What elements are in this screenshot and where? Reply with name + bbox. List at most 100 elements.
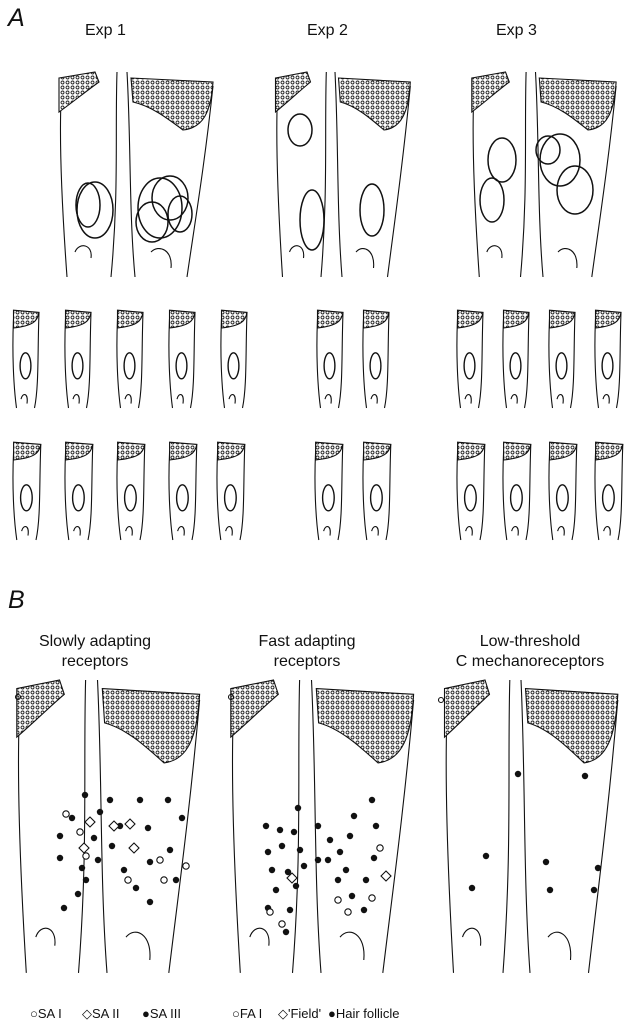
row1-leg-10-receptive-field: [602, 353, 613, 379]
exp1-right-gluteal-region: [131, 78, 213, 130]
row2-leg-8-gluteal-region: [504, 442, 531, 460]
group-2-title-line-1: Fast adapting: [232, 632, 382, 652]
row2-leg-5-receptive-field: [323, 485, 335, 511]
group3-reference-marker: [439, 698, 444, 703]
hair-follicle-marker-2: [295, 805, 301, 811]
fa-i-marker-0: [267, 909, 273, 915]
row1-leg-4-knee-crease: [229, 395, 235, 404]
sa-i-marker-2: [83, 853, 89, 859]
sa-iii-marker-15: [147, 859, 153, 865]
legend-sa-iii: ●SA III: [142, 1006, 181, 1021]
hair-follicle-marker-26: [369, 797, 375, 803]
fa-i-marker-1: [279, 921, 285, 927]
group1-right-knee-crease: [126, 932, 150, 960]
hair-follicle-marker-11: [273, 887, 279, 893]
group-2-title-line-2: receptors: [232, 652, 382, 672]
row2-leg-6-receptive-field: [371, 485, 383, 511]
row2-leg-0-knee-crease: [22, 527, 29, 536]
row2-leg-4-knee-crease: [226, 527, 233, 536]
row1-leg-9-knee-crease: [557, 395, 563, 404]
exp2-left-knee-crease: [290, 246, 304, 258]
row1-leg-9-receptive-field: [556, 353, 567, 379]
legend-field: ◇'Field': [278, 1006, 321, 1022]
group2-right-gluteal-region: [316, 689, 413, 763]
sa-iii-marker-5: [83, 877, 89, 883]
legend-sa-iii-text: SA III: [150, 1006, 181, 1021]
fa-i-marker-3: [377, 845, 383, 851]
row2-leg-10-knee-crease: [604, 527, 611, 536]
row2-leg-9-gluteal-region: [550, 442, 577, 460]
row2-leg-3-receptive-field: [177, 485, 189, 511]
filled-circle-marker-icon: ●: [328, 1006, 336, 1021]
fa-i-marker-2: [345, 909, 351, 915]
row1-leg-0-receptive-field: [20, 353, 31, 379]
sa-i-marker-3: [157, 857, 163, 863]
row1-leg-3-gluteal-region: [170, 310, 196, 328]
legend-sa-i: ○SA I: [30, 1006, 62, 1021]
group3-right-gluteal-region: [526, 689, 618, 763]
sa-iii-marker-10: [109, 843, 115, 849]
row1-leg-1-receptive-field: [72, 353, 83, 379]
sa-i-marker-6: [125, 877, 131, 883]
filled-circle-marker-icon: ●: [142, 1006, 150, 1021]
panel-a-receptive-field-3: [152, 176, 188, 220]
c-mechanoreceptor-marker-2: [469, 885, 475, 891]
sa-ii-marker-4: [129, 843, 139, 853]
row2-leg-4-receptive-field: [225, 485, 237, 511]
sa-iii-marker-8: [97, 809, 103, 815]
group2-left-knee-crease: [250, 928, 269, 945]
exp3-left-gluteal-region: [472, 72, 510, 112]
hair-follicle-marker-17: [337, 849, 343, 855]
row1-leg-3-receptive-field: [176, 353, 187, 379]
hair-follicle-marker-13: [287, 907, 293, 913]
sa-iii-marker-14: [145, 825, 151, 831]
row2-leg-6-knee-crease: [372, 527, 379, 536]
panel-a-receptive-field-0: [77, 182, 113, 238]
sa-iii-marker-13: [137, 797, 143, 803]
hair-follicle-marker-7: [269, 867, 275, 873]
hair-follicle-marker-15: [315, 823, 321, 829]
exp-2-label: Exp 2: [307, 22, 348, 40]
row2-leg-8-knee-crease: [512, 527, 519, 536]
sa-iii-marker-0: [82, 792, 88, 798]
sa-i-marker-1: [77, 829, 83, 835]
sa-i-marker-5: [161, 877, 167, 883]
sa-ii-marker-3: [125, 819, 135, 829]
sa-ii-marker-2: [109, 821, 119, 831]
exp3-right-gluteal-region: [539, 78, 616, 130]
row2-leg-7-receptive-field: [465, 485, 477, 511]
hair-follicle-marker-21: [363, 877, 369, 883]
hair-follicle-marker-19: [335, 877, 341, 883]
c-mechanoreceptor-marker-1: [483, 853, 489, 859]
panel-a-receptive-field-12: [557, 166, 593, 214]
row1-leg-5-gluteal-region: [318, 310, 344, 328]
panel-a-label: A: [8, 4, 25, 33]
sa-iii-marker-12: [121, 867, 127, 873]
panel-a-receptive-field-6: [288, 114, 312, 146]
sa-ii-marker-0: [85, 817, 95, 827]
panel-a-receptive-field-10: [480, 178, 504, 222]
row2-leg-5-gluteal-region: [316, 442, 343, 460]
panel-a-receptive-field-8: [360, 184, 384, 236]
row2-leg-9-receptive-field: [557, 485, 569, 511]
open-circle-marker-icon: ○: [232, 1006, 240, 1021]
sa-iii-marker-21: [147, 899, 153, 905]
exp2-right-gluteal-region: [339, 78, 411, 130]
sa-iii-marker-7: [91, 835, 97, 841]
row2-leg-6-gluteal-region: [364, 442, 391, 460]
row2-leg-10-gluteal-region: [596, 442, 623, 460]
row2-leg-0-receptive-field: [21, 485, 33, 511]
hair-follicle-marker-28: [315, 857, 321, 863]
group-1-title: Slowly adapting receptors: [20, 632, 170, 672]
row1-leg-2-gluteal-region: [118, 310, 144, 328]
row1-leg-9-gluteal-region: [550, 310, 576, 328]
group1-left-gluteal-region: [17, 680, 65, 737]
row2-leg-1-gluteal-region: [66, 442, 93, 460]
exp1-right-knee-crease: [151, 249, 171, 268]
c-mechanoreceptor-marker-6: [595, 865, 601, 871]
sa-ii-marker-1: [79, 843, 89, 853]
sa-iii-marker-2: [57, 833, 63, 839]
group-3-title-line-1: Low-threshold: [440, 632, 620, 652]
row1-leg-7-knee-crease: [465, 395, 471, 404]
